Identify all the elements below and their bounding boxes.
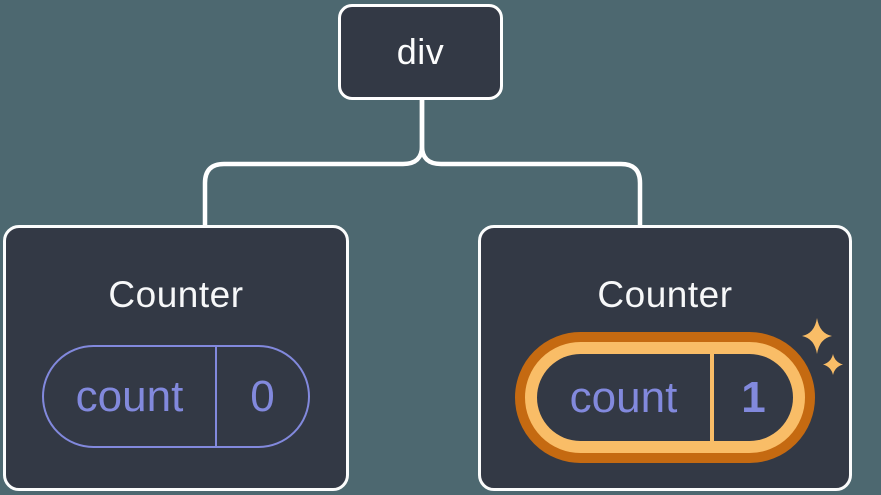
state-pill: count 1 xyxy=(537,354,793,441)
state-pill-highlight-ring: count 1 xyxy=(515,332,815,463)
connector-right-branch xyxy=(419,97,643,231)
state-pill: count 0 xyxy=(42,345,310,448)
state-pill-label: count xyxy=(75,371,184,421)
counter-title: Counter xyxy=(597,274,733,315)
tree-node-div: div xyxy=(338,4,503,100)
state-pill-divider xyxy=(215,347,217,446)
counter-title: Counter xyxy=(108,274,244,315)
counter-card-right: Counter count 1 xyxy=(478,225,852,491)
state-pill-value: 0 xyxy=(250,371,275,421)
counter-card-left: Counter count 0 xyxy=(3,225,349,491)
state-pill-label: count xyxy=(569,372,678,422)
state-pill-divider xyxy=(710,354,714,441)
connector-left-branch xyxy=(202,97,425,231)
div-node-label: div xyxy=(396,31,445,72)
state-pill-value: 1 xyxy=(741,372,766,422)
